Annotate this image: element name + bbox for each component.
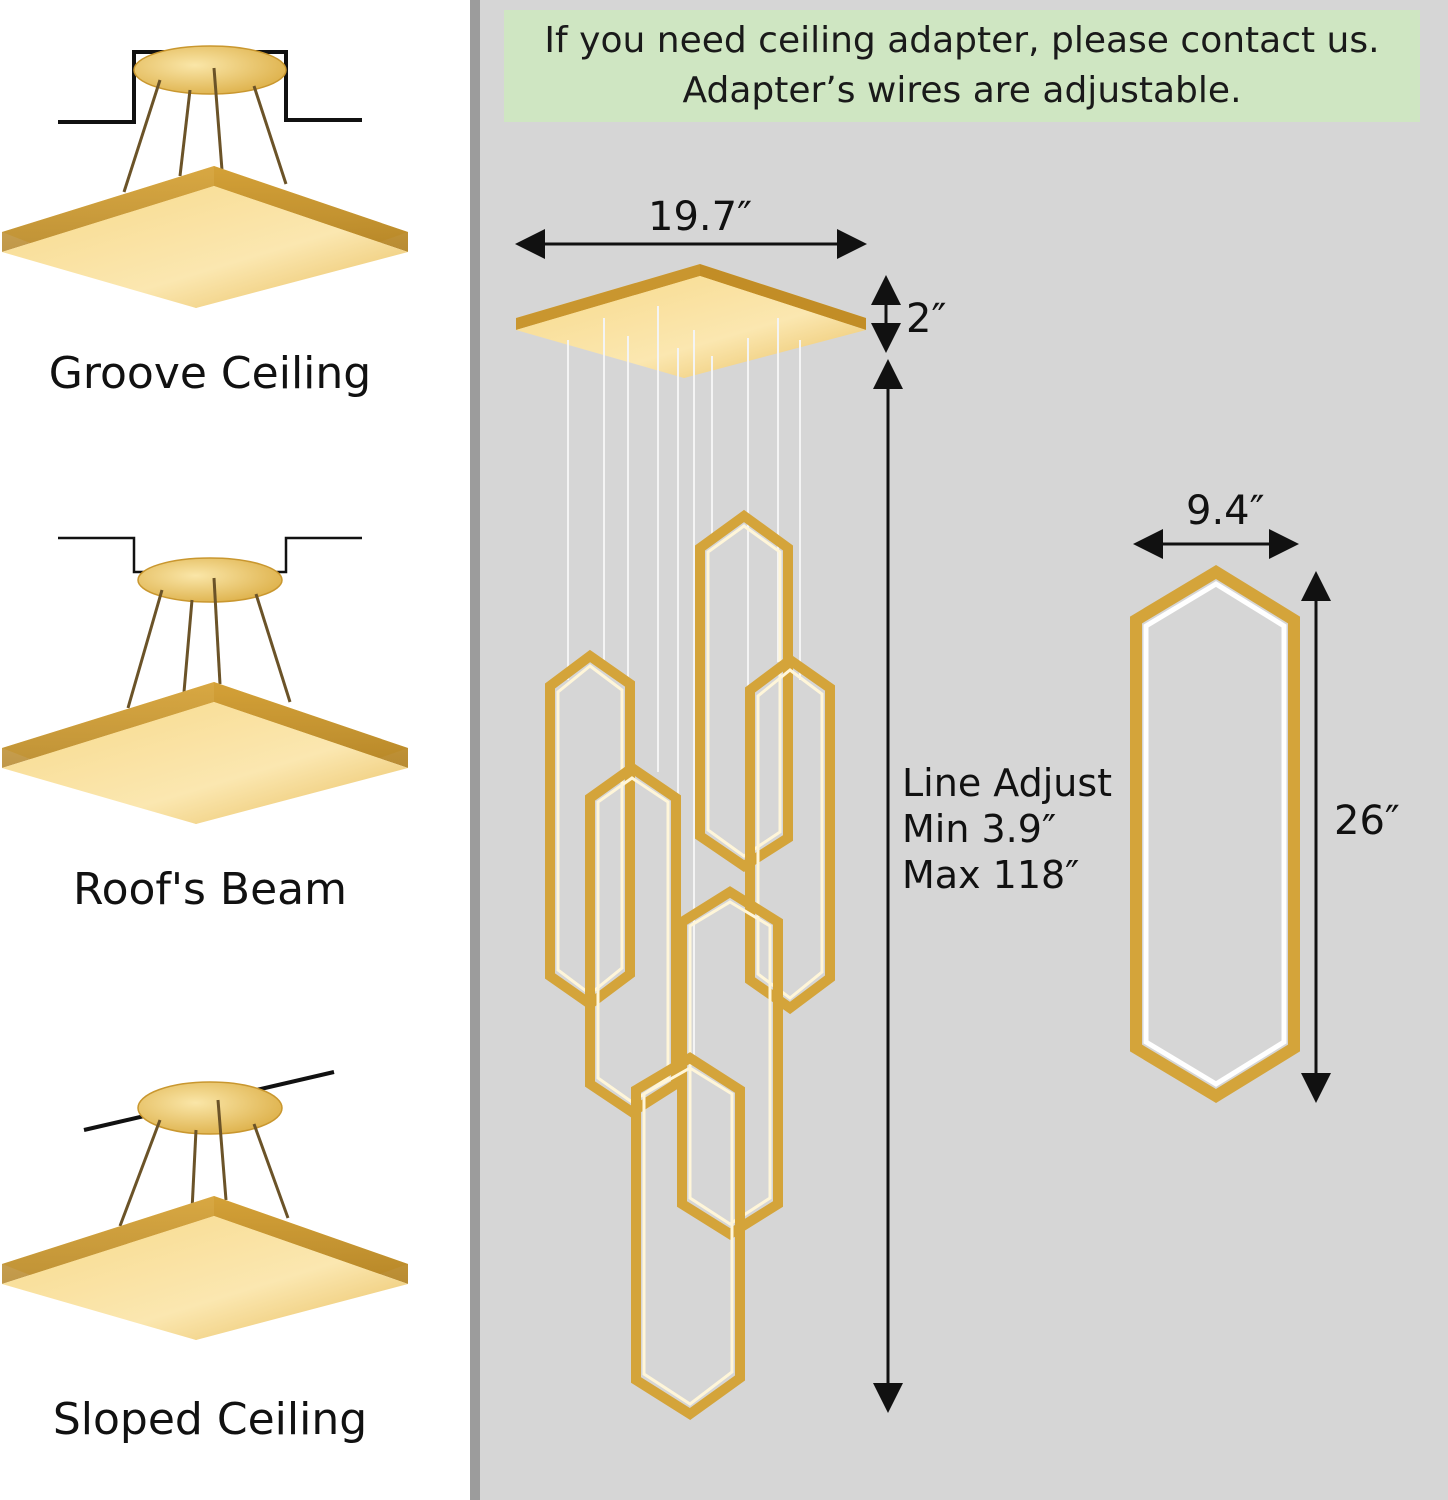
canopy-height-label: 2″ [906,296,947,342]
width-label: 19.7″ [648,194,753,240]
roofs-beam-illustration [2,536,408,824]
line-adjust-min: Min 3.9″ [902,807,1057,851]
mount-label-beam: Roof's Beam [72,864,347,915]
mount-label-groove: Groove Ceiling [48,348,372,399]
single-ring-detail [1130,564,1300,1104]
dimension-arrows-main [515,229,903,1413]
notice-line-1: If you need ceiling adapter, please cont… [544,20,1380,61]
adapter-notice: If you need ceiling adapter, please cont… [504,10,1420,122]
line-adjust-title: Line Adjust [902,761,1113,805]
line-adjust-max: Max 118″ [902,853,1080,897]
suspension-wires [567,306,801,1060]
ring-width-label: 9.4″ [1186,488,1265,534]
dimension-arrows-ring [1133,529,1331,1103]
panel-divider [470,0,480,1500]
notice-line-2: Adapter’s wires are adjustable. [682,70,1242,111]
ring-height-label: 26″ [1334,798,1400,844]
hexagon-rings [545,509,835,1421]
sloped-ceiling-illustration [2,1070,408,1340]
line-adjust-block: Line Adjust Min 3.9″ Max 118″ [902,760,1112,898]
groove-ceiling-illustration [2,45,408,308]
mount-label-sloped: Sloped Ceiling [52,1394,368,1445]
